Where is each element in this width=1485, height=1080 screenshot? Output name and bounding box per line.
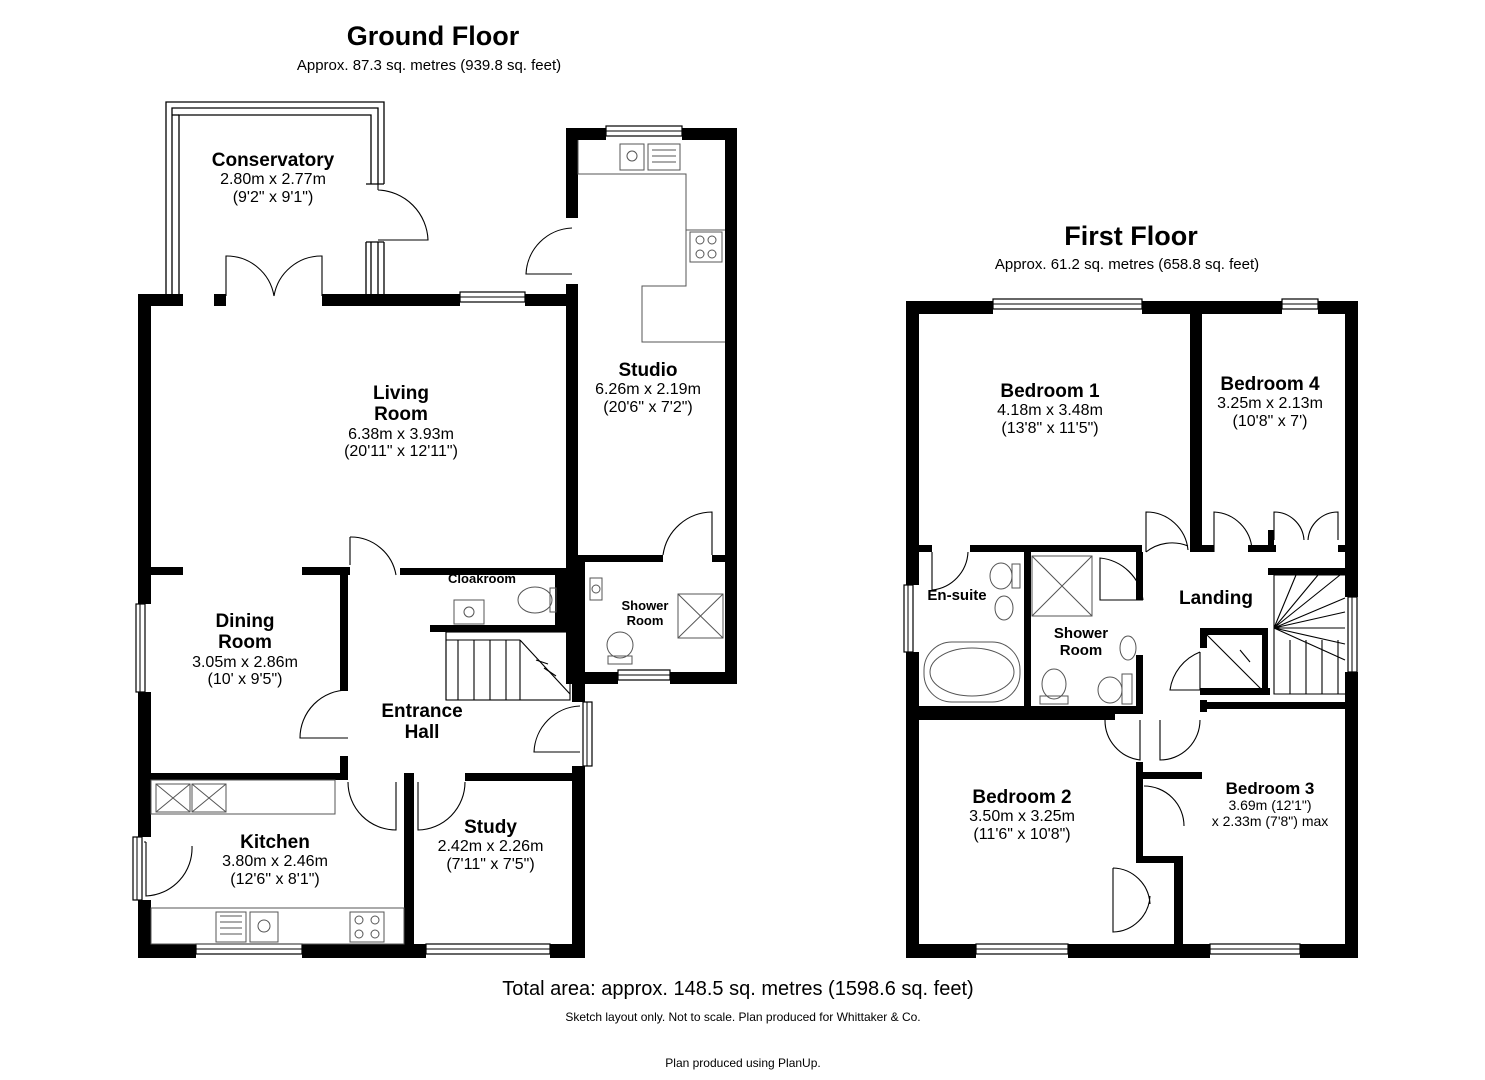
room-dining-room: Dining Room 3.05m x 2.86m (10' x 9'5") bbox=[165, 611, 325, 689]
room-name-line2: Room bbox=[1059, 641, 1103, 659]
ground-floor-title: Ground Floor bbox=[346, 21, 520, 51]
room-name-line1: Living bbox=[373, 383, 429, 404]
room-size-metric: 6.38m x 3.93m bbox=[348, 425, 454, 443]
room-size-line2: x 2.33m (7'8") max bbox=[1211, 812, 1329, 829]
room-size-line1: 3.69m (12'1") bbox=[1228, 797, 1312, 814]
room-name-line2: Room bbox=[374, 404, 428, 426]
room-landing: Landing bbox=[1179, 588, 1253, 609]
room-size-metric: 3.05m x 2.86m bbox=[192, 653, 298, 671]
room-size-metric: 2.42m x 2.26m bbox=[437, 838, 544, 856]
total-area: Total area: approx. 148.5 sq. metres (15… bbox=[502, 978, 974, 1000]
room-size-metric: 2.80m x 2.77m bbox=[220, 171, 326, 189]
room-kitchen: Kitchen 3.80m x 2.46m (12'6" x 8'1") bbox=[195, 832, 355, 889]
room-shower-room-ground: Shower Room bbox=[610, 598, 680, 628]
plan-credit: Plan produced using PlanUp. bbox=[665, 1056, 821, 1070]
room-bedroom-3: Bedroom 3 3.69m (12'1") x 2.33m (7'8") m… bbox=[1190, 779, 1350, 829]
room-name-line1: Dining bbox=[215, 611, 275, 632]
room-name: Study bbox=[464, 817, 517, 838]
room-studio: Studio 6.26m x 2.19m (20'6" x 7'2") bbox=[573, 360, 723, 417]
room-name-line1: Entrance bbox=[381, 701, 463, 722]
room-bedroom-1: Bedroom 1 4.18m x 3.48m (13'8" x 11'5") bbox=[970, 381, 1130, 438]
room-name-line1: Shower bbox=[1053, 625, 1109, 642]
ground-floor-area: Approx. 87.3 sq. metres (939.8 sq. feet) bbox=[296, 57, 562, 74]
room-name-line2: Hall bbox=[404, 722, 440, 744]
room-size-metric: 6.26m x 2.19m bbox=[595, 381, 701, 399]
room-name: Bedroom 2 bbox=[972, 787, 1072, 808]
room-size-imperial: (13'8" x 11'5") bbox=[1001, 420, 1099, 438]
room-living-room: Living Room 6.38m x 3.93m (20'11" x 12'1… bbox=[301, 383, 501, 461]
room-bedroom-2: Bedroom 2 3.50m x 3.25m (11'6" x 10'8") bbox=[942, 787, 1102, 844]
room-entrance-hall: Entrance Hall bbox=[362, 701, 482, 744]
room-name-line2: Room bbox=[218, 632, 272, 654]
room-conservatory: Conservatory 2.80m x 2.77m (9'2" x 9'1") bbox=[183, 150, 363, 207]
room-name: Studio bbox=[618, 360, 678, 381]
room-size-metric: 3.50m x 3.25m bbox=[969, 808, 1075, 826]
room-cloakroom: Cloakroom bbox=[448, 571, 516, 586]
room-size-imperial: (10' x 9'5") bbox=[207, 671, 283, 689]
first-floor-title: First Floor bbox=[1064, 221, 1198, 251]
room-name: Bedroom 3 bbox=[1225, 779, 1315, 798]
room-size-metric: 3.80m x 2.46m bbox=[222, 853, 328, 871]
room-name: Bedroom 1 bbox=[1000, 381, 1100, 402]
room-study: Study 2.42m x 2.26m (7'11" x 7'5") bbox=[418, 817, 563, 874]
room-size-metric: 3.25m x 2.13m bbox=[1217, 395, 1323, 413]
room-shower-room-first: Shower Room bbox=[1038, 625, 1124, 660]
room-size-imperial: (11'6" x 10'8") bbox=[973, 826, 1071, 844]
room-size-imperial: (9'2" x 9'1") bbox=[232, 189, 314, 207]
room-size-imperial: (20'11" x 12'11") bbox=[344, 443, 458, 461]
first-floor-area: Approx. 61.2 sq. metres (658.8 sq. feet) bbox=[994, 256, 1260, 273]
room-size-imperial: (7'11" x 7'5") bbox=[446, 856, 535, 874]
disclaimer: Sketch layout only. Not to scale. Plan p… bbox=[565, 1010, 921, 1024]
room-size-imperial: (12'6" x 8'1") bbox=[230, 871, 320, 889]
room-bedroom-4: Bedroom 4 3.25m x 2.13m (10'8" x 7') bbox=[1198, 374, 1342, 431]
room-name-line2: Room bbox=[626, 612, 664, 628]
room-en-suite: En-suite bbox=[927, 587, 987, 604]
room-size-metric: 4.18m x 3.48m bbox=[997, 402, 1103, 420]
room-name: Conservatory bbox=[211, 150, 335, 171]
room-size-imperial: (20'6" x 7'2") bbox=[603, 399, 693, 417]
room-name: Bedroom 4 bbox=[1220, 374, 1320, 395]
room-name-line1: Shower bbox=[621, 598, 669, 613]
room-name: Kitchen bbox=[240, 832, 310, 853]
room-size-imperial: (10'8" x 7') bbox=[1232, 413, 1308, 431]
